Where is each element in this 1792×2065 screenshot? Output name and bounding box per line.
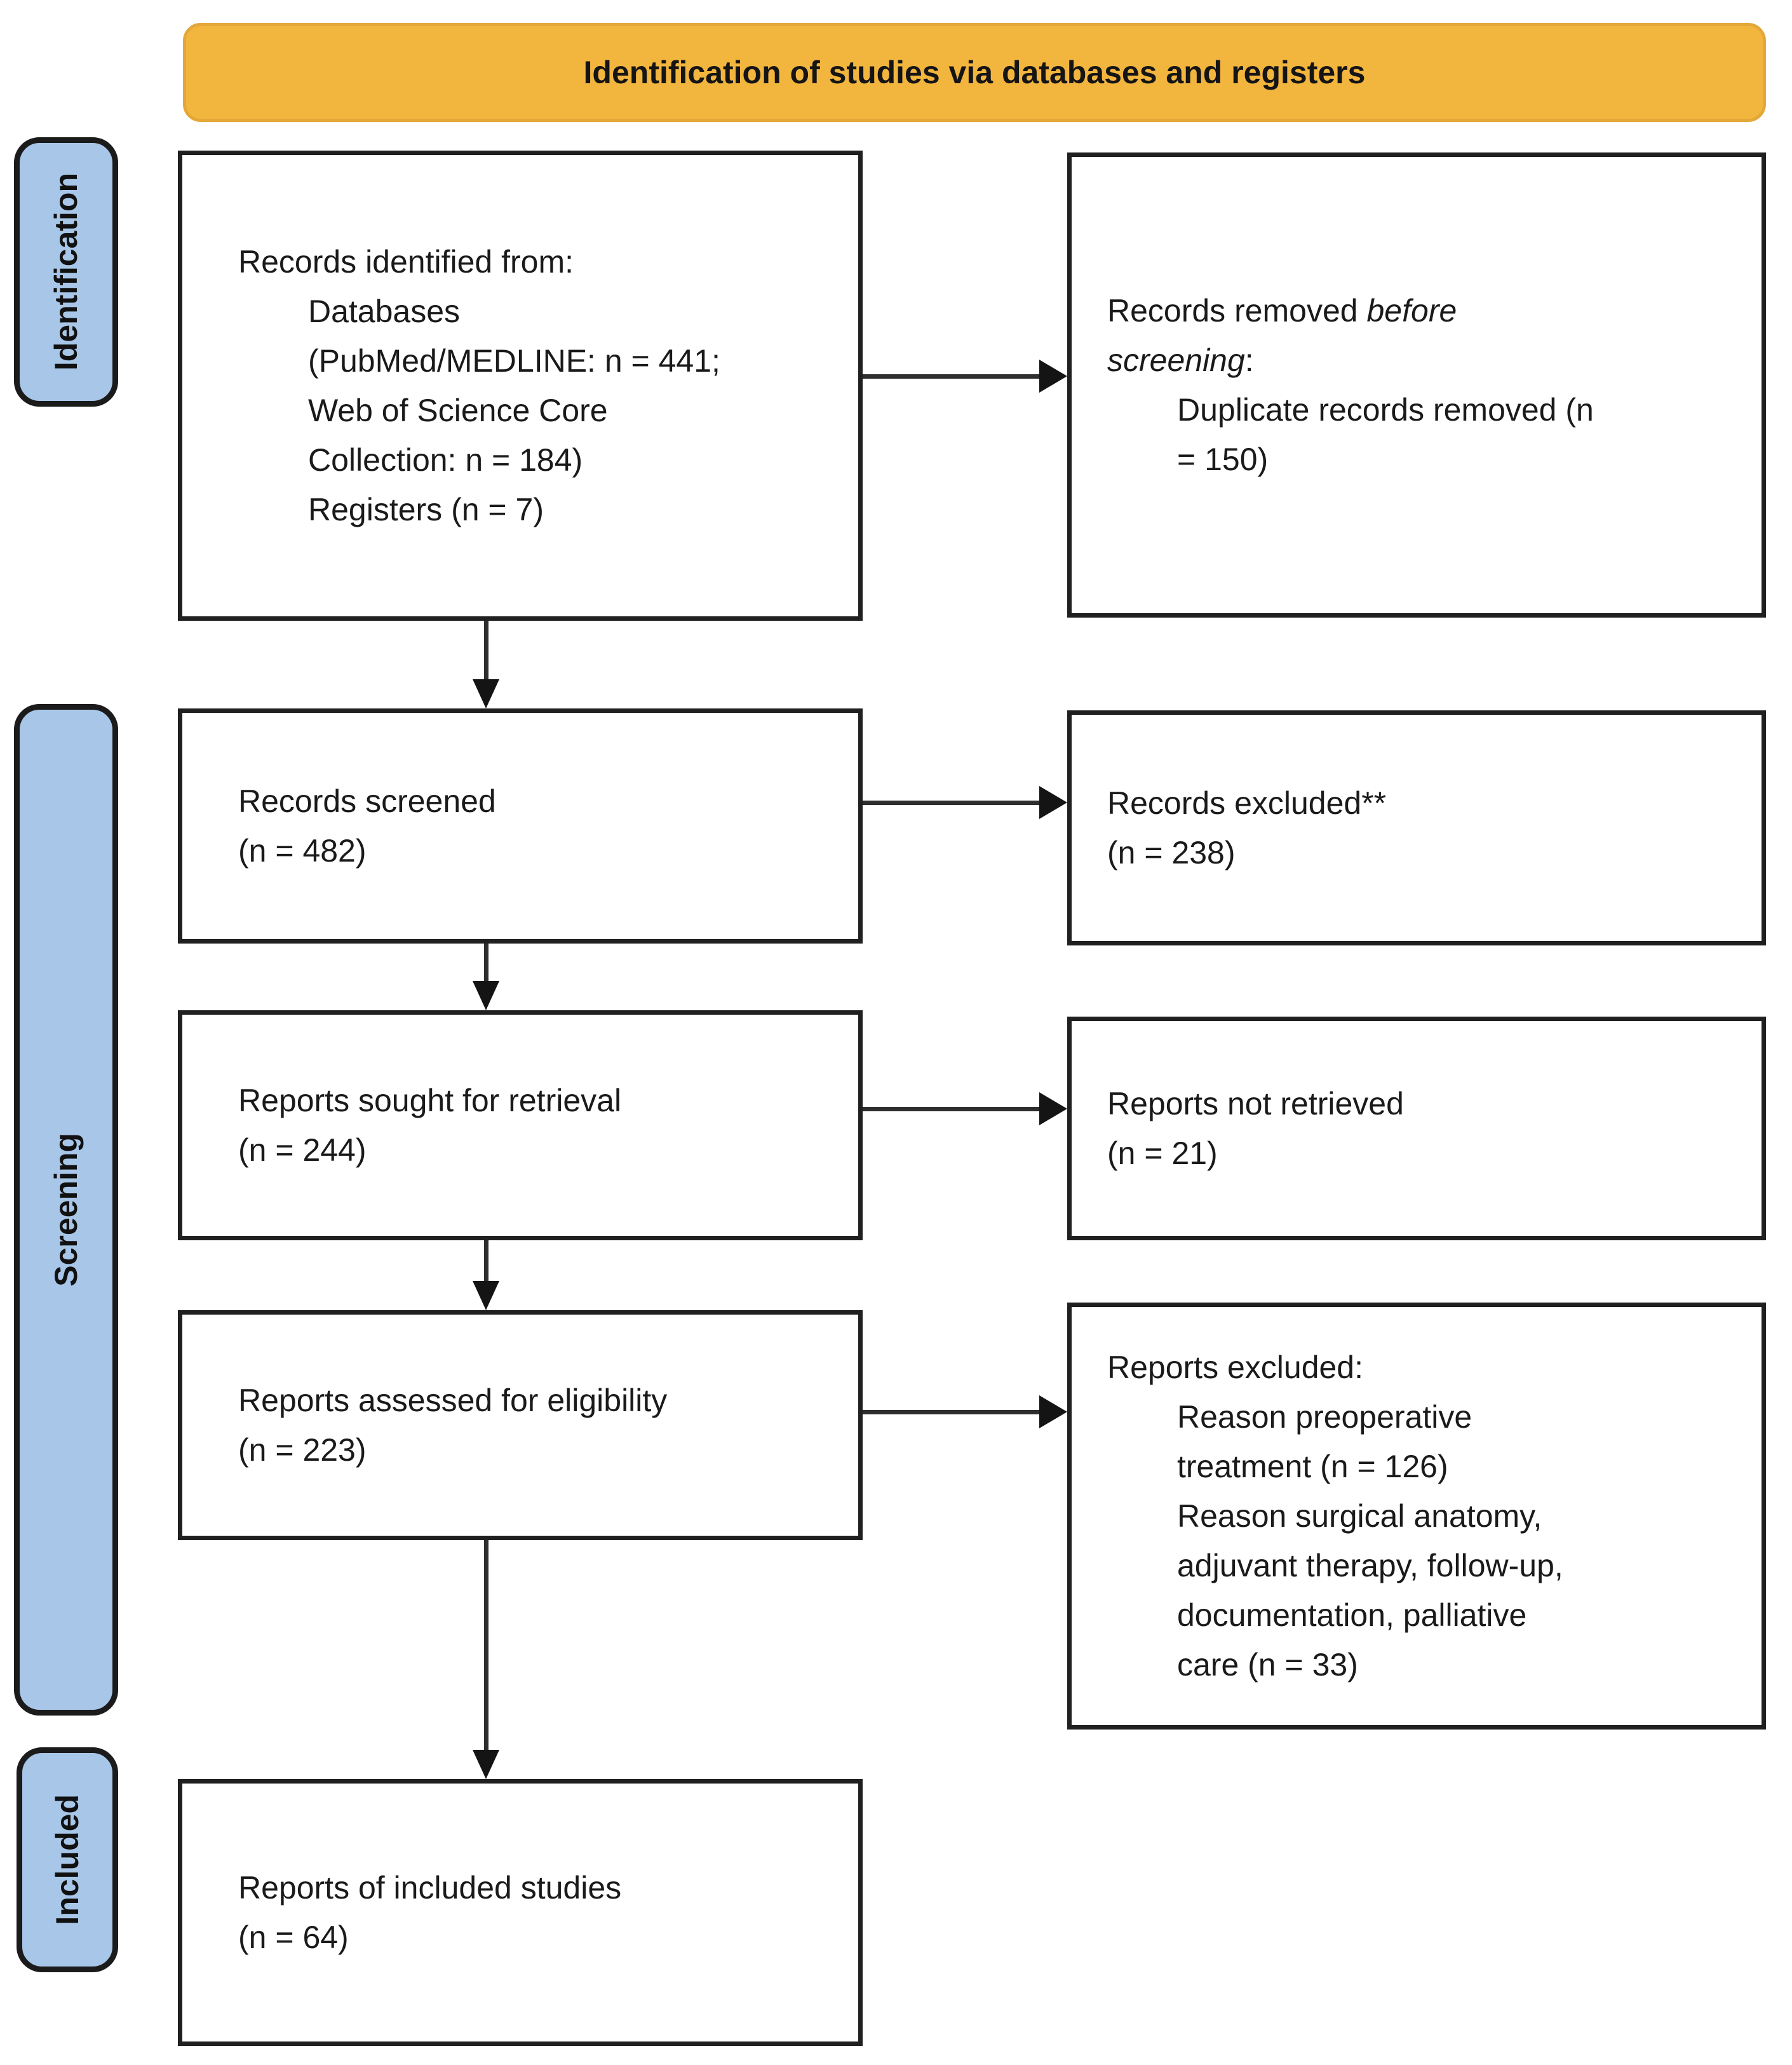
arrow-identified-to-removed	[863, 360, 1067, 393]
arrow-right-head-icon	[1039, 360, 1067, 393]
box-records-screened: Records screened (n = 482)	[178, 708, 863, 944]
arrow-screened-to-sought	[471, 944, 501, 1010]
arrow-shaft	[483, 944, 488, 981]
arrow-down-head-icon	[473, 679, 499, 708]
records-screened-line: Records screened	[238, 783, 496, 819]
reports-assessed-line: Reports assessed for eligibility	[238, 1383, 668, 1418]
arrow-right-head-icon	[1039, 786, 1067, 819]
records-removed-line: Duplicate records removed (n	[1177, 392, 1594, 428]
box-records-removed-before-screening: Records removed before screening: Duplicat…	[1067, 152, 1766, 618]
box-reports-assessed-for-eligibility: Reports assessed for eligibility (n = 223…	[178, 1310, 863, 1540]
reports-sought-line: (n = 244)	[238, 1132, 367, 1168]
arrow-shaft	[863, 374, 1039, 379]
stage-label-identification-text: Identification	[48, 173, 84, 371]
reports-not-retrieved-line: (n = 21)	[1107, 1135, 1218, 1171]
arrow-assessed-to-included	[471, 1540, 501, 1779]
reports-excluded-line: care (n = 33)	[1177, 1647, 1358, 1682]
box-records-excluded: Records excluded** (n = 238)	[1067, 710, 1766, 945]
records-excluded-line: (n = 238)	[1107, 835, 1236, 870]
records-identified-line: Collection: n = 184)	[308, 442, 583, 478]
box-reports-excluded: Reports excluded: Reason preoperative trea…	[1067, 1303, 1766, 1730]
box-records-identified: Records identified from: Databases (PubMed…	[178, 151, 863, 621]
reports-sought-line: Reports sought for retrieval	[238, 1083, 622, 1118]
arrow-down-head-icon	[473, 1281, 499, 1310]
records-identified-line: Databases	[308, 294, 461, 329]
reports-excluded-line: treatment (n = 126)	[1177, 1449, 1448, 1484]
records-identified-line: (PubMed/MEDLINE: n = 441;	[308, 343, 720, 379]
records-removed-line: = 150)	[1177, 442, 1269, 477]
arrow-identified-to-screened	[471, 621, 501, 708]
arrow-screened-to-excluded	[863, 786, 1067, 819]
records-screened-line: (n = 482)	[238, 833, 367, 869]
reports-excluded-line: Reason preoperative	[1177, 1399, 1472, 1435]
reports-excluded-line: Reason surgical anatomy,	[1177, 1498, 1542, 1534]
arrow-shaft	[483, 621, 488, 679]
arrow-shaft	[483, 1540, 488, 1750]
box-reports-of-included-studies: Reports of included studies (n = 64)	[178, 1779, 863, 2046]
arrow-assessed-to-reports-excluded	[863, 1395, 1067, 1428]
arrow-down-head-icon	[473, 1750, 499, 1779]
records-removed-line: screening:	[1107, 342, 1254, 378]
records-removed-line: Records removed before	[1107, 293, 1457, 328]
banner-identification-of-studies: Identification of studies via databases …	[183, 23, 1766, 122]
stage-label-screening-text: Screening	[48, 1133, 84, 1287]
stage-label-included-text: Included	[50, 1794, 85, 1925]
reports-excluded-line: Reports excluded:	[1107, 1350, 1364, 1385]
box-reports-sought-for-retrieval: Reports sought for retrieval (n = 244)	[178, 1010, 863, 1240]
arrow-shaft	[863, 1106, 1039, 1111]
stage-label-screening: Screening	[14, 704, 118, 1716]
reports-included-line: (n = 64)	[238, 1919, 349, 1955]
reports-not-retrieved-line: Reports not retrieved	[1107, 1086, 1404, 1121]
reports-excluded-line: documentation, palliative	[1177, 1597, 1527, 1633]
arrow-sought-to-not-retrieved	[863, 1092, 1067, 1125]
arrow-sought-to-assessed	[471, 1240, 501, 1310]
records-identified-line: Records identified from:	[238, 244, 574, 280]
arrow-down-head-icon	[473, 981, 499, 1010]
arrow-right-head-icon	[1039, 1395, 1067, 1428]
box-reports-not-retrieved: Reports not retrieved (n = 21)	[1067, 1017, 1766, 1240]
arrow-shaft	[863, 1409, 1039, 1414]
reports-assessed-line: (n = 223)	[238, 1432, 367, 1468]
stage-label-included: Included	[17, 1747, 118, 1972]
records-excluded-line: Records excluded**	[1107, 785, 1387, 821]
records-identified-line: Web of Science Core	[308, 393, 608, 428]
arrow-shaft	[483, 1240, 488, 1281]
arrow-right-head-icon	[1039, 1092, 1067, 1125]
banner-title: Identification of studies via databases …	[583, 55, 1366, 90]
reports-excluded-line: adjuvant therapy, follow-up,	[1177, 1548, 1563, 1583]
reports-included-line: Reports of included studies	[238, 1870, 622, 1906]
records-identified-line: Registers (n = 7)	[308, 492, 544, 527]
arrow-shaft	[863, 800, 1039, 805]
stage-label-identification: Identification	[14, 137, 118, 407]
